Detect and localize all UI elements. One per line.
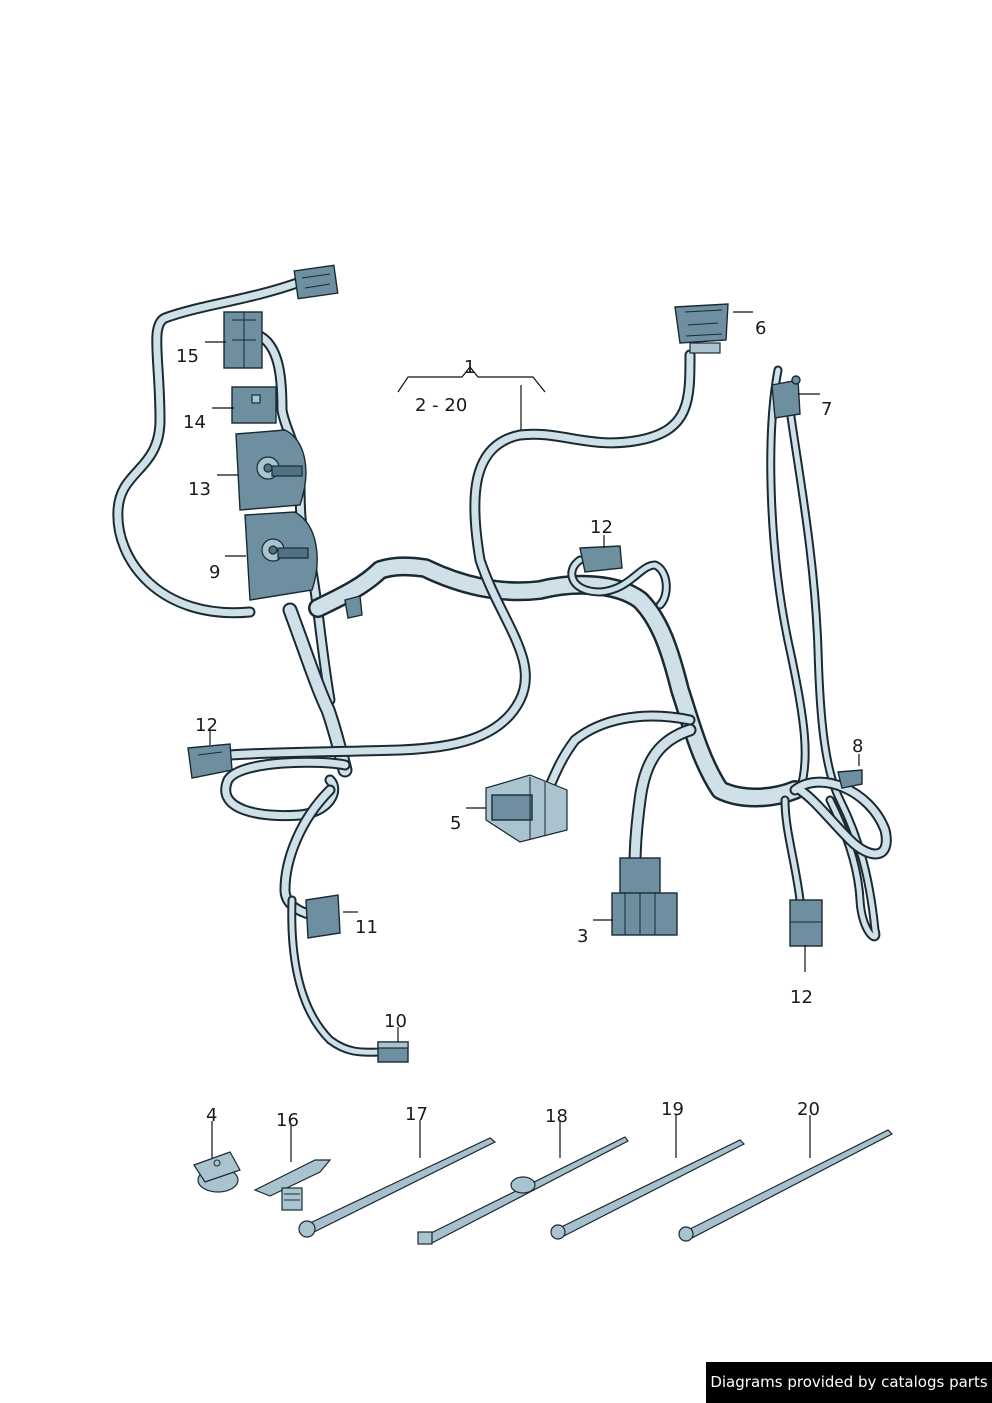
cable-tie-18[interactable] bbox=[417, 1136, 629, 1245]
wire-left-loop-fill bbox=[114, 278, 304, 617]
callout-20: 20 bbox=[797, 1099, 820, 1120]
connector-12-left[interactable] bbox=[187, 743, 233, 779]
clip-4[interactable] bbox=[193, 1151, 241, 1193]
connector-6[interactable] bbox=[674, 303, 729, 354]
callout-12-right: 12 bbox=[790, 987, 813, 1008]
connector-housing-9[interactable] bbox=[244, 511, 318, 601]
wire-lower-left-loop-fill bbox=[222, 758, 349, 820]
callout-11: 11 bbox=[355, 917, 378, 938]
wire-to-10-fill bbox=[289, 897, 388, 1055]
callout-18: 18 bbox=[545, 1106, 568, 1127]
callout-7: 7 bbox=[821, 399, 832, 420]
callout-9: 9 bbox=[209, 562, 220, 583]
wire-to-3-fill bbox=[630, 725, 695, 870]
clip-8[interactable] bbox=[837, 769, 863, 789]
clip-trunk[interactable] bbox=[344, 595, 363, 619]
wire-s-curve-fill bbox=[226, 351, 694, 759]
harness-wires bbox=[112, 276, 892, 1057]
callout-19: 19 bbox=[661, 1099, 684, 1120]
connectors bbox=[187, 264, 863, 1063]
connector-top[interactable] bbox=[293, 264, 339, 300]
wire-to-5-fill bbox=[544, 712, 694, 794]
wire-to-12-right-fill bbox=[782, 797, 803, 903]
callout-8: 8 bbox=[852, 736, 863, 757]
connector-3[interactable] bbox=[611, 857, 678, 936]
callout-10: 10 bbox=[384, 1011, 407, 1032]
callout-12-mid: 12 bbox=[590, 517, 613, 538]
connector-10[interactable] bbox=[377, 1041, 409, 1063]
connector-14[interactable] bbox=[231, 386, 277, 424]
wire-right-7a-fill bbox=[768, 367, 808, 793]
callout-4: 4 bbox=[206, 1105, 217, 1126]
callout-range: 2 - 20 bbox=[415, 395, 467, 416]
callout-17: 17 bbox=[405, 1104, 428, 1125]
wire-loop-12-mid-fill bbox=[569, 557, 669, 608]
callout-1: 1 bbox=[464, 357, 475, 378]
callout-16: 16 bbox=[276, 1110, 299, 1131]
cable-tie-20[interactable] bbox=[678, 1129, 894, 1242]
cable-tie-17[interactable] bbox=[298, 1137, 497, 1238]
wire-right-7b-fill bbox=[787, 407, 879, 940]
callout-6: 6 bbox=[755, 318, 766, 339]
leader-lines bbox=[205, 311, 860, 1162]
callout-12-left: 12 bbox=[195, 715, 218, 736]
callout-5: 5 bbox=[450, 813, 461, 834]
callout-13: 13 bbox=[188, 479, 211, 500]
connector-7[interactable] bbox=[771, 375, 801, 419]
connector-15[interactable] bbox=[223, 311, 263, 369]
callout-15: 15 bbox=[176, 346, 199, 367]
holder-16[interactable] bbox=[253, 1159, 332, 1211]
connector-5[interactable] bbox=[485, 774, 568, 843]
connector-housing-13[interactable] bbox=[235, 429, 307, 511]
cable-tie-19[interactable] bbox=[550, 1139, 746, 1240]
connector-11[interactable] bbox=[305, 894, 341, 939]
connector-12-right[interactable] bbox=[789, 899, 823, 947]
wire-to-11-fill bbox=[281, 786, 334, 919]
connector-12-mid[interactable] bbox=[579, 545, 623, 573]
callout-3: 3 bbox=[577, 926, 588, 947]
loose-parts bbox=[193, 1129, 894, 1245]
callout-14: 14 bbox=[183, 412, 206, 433]
callouts: 1 2 - 20 15 14 13 9 6 7 12 12 8 5 3 12 1… bbox=[176, 318, 863, 1131]
wire-loop-8-fill bbox=[791, 778, 890, 858]
credit-banner: Diagrams provided by catalogs parts bbox=[706, 1362, 992, 1403]
